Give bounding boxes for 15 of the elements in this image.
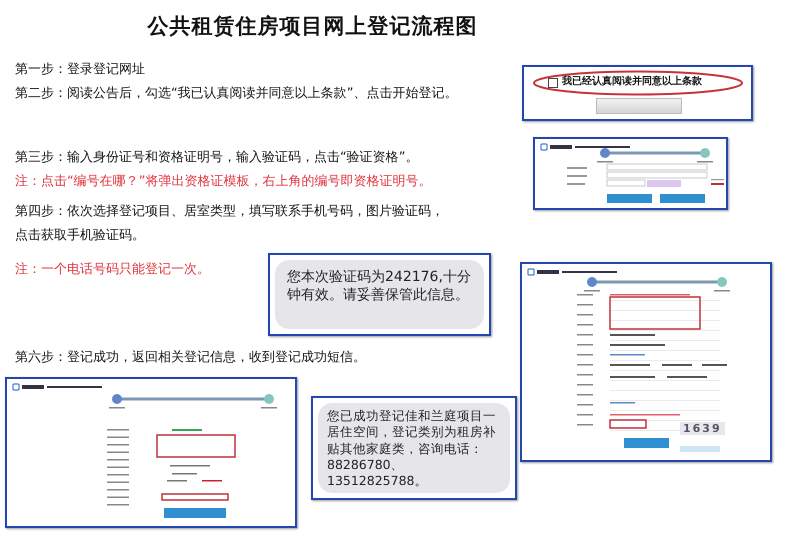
message-frame — [311, 396, 517, 500]
checkbox-label: 我已经认真阅读并同意以上条款 — [562, 75, 702, 89]
message-frame — [268, 253, 491, 336]
step-text: 第二步：阅读公告后，勾选“我已认真阅读并同意以上条款”、点击开始登记。 — [15, 85, 458, 103]
step-text: 第三步：输入身份证号和资格证明号，输入验证码，点击“验证资格”。 — [15, 149, 420, 167]
sms-bubble: 您本次验证码为242176,十分钟有效。请妥善保管此信息。 — [275, 260, 484, 329]
step-text: 第四步：依次选择登记项目、居室类型，填写联系手机号码，图片验证码，点击获取手机验证码。 — [15, 203, 445, 245]
step-text: 第六步：登记成功，返回相关登记信息，收到登记成功短信。 — [15, 349, 367, 367]
sms-bubble: 您已成功登记佳和兰庭项目一居住空间，登记类别为租房补贴其他家庭类，咨询电话：88286780、13512825788。 — [318, 403, 510, 493]
screenshot-frame — [522, 65, 753, 121]
note-text: 注：一个电话号码只能登记一次。 — [15, 261, 211, 279]
page-title: 公共租赁住房项目网上登记流程图 — [146, 13, 478, 40]
note-text: 注：点击“编号在哪？”将弹出资格证模板，右上角的编号即资格证明号。 — [15, 173, 432, 191]
captcha-text: 1639 — [680, 422, 725, 435]
step-text: 第一步：登录登记网址 — [15, 61, 146, 79]
